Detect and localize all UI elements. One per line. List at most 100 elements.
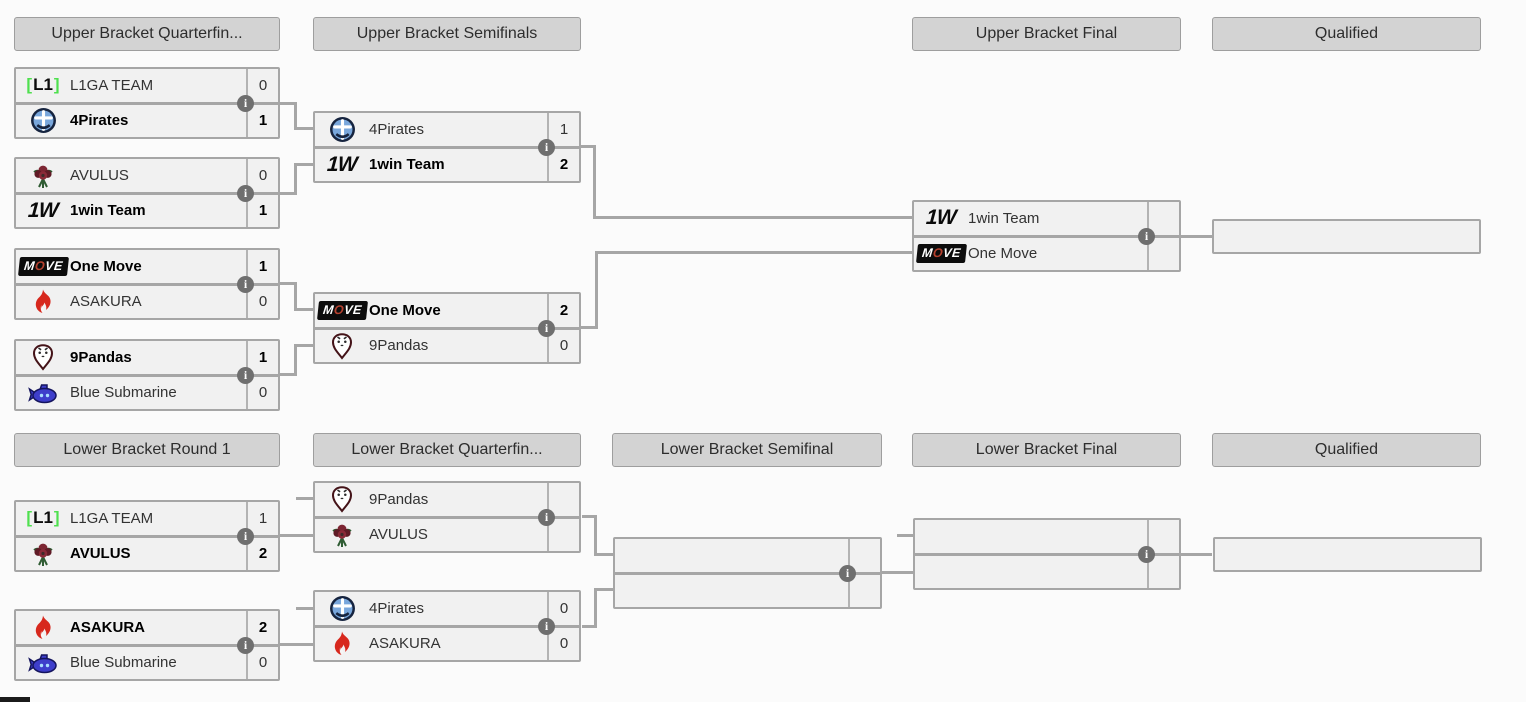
team-row: 4Pirates 1: [315, 113, 579, 146]
header-upper-bracket-semifinals: Upper Bracket Semifinals: [313, 17, 581, 51]
team-row: [615, 539, 880, 572]
4pirates-logo[interactable]: [315, 116, 369, 143]
team-row: 4Pirates 1: [16, 104, 278, 137]
match-info-icon[interactable]: i: [237, 366, 254, 384]
team-row: AVULUS 2: [16, 537, 278, 570]
connector-line: [280, 643, 313, 646]
match-info-icon[interactable]: i: [1138, 227, 1155, 245]
team-name[interactable]: 9Pandas: [369, 490, 429, 508]
match-info-icon[interactable]: i: [237, 94, 254, 112]
team-name[interactable]: ASAKURA: [369, 635, 441, 653]
team-score: 1: [246, 502, 278, 535]
team-name[interactable]: AVULUS: [70, 166, 129, 184]
connector-line: [280, 282, 297, 285]
team-name[interactable]: ASAKURA: [70, 293, 142, 311]
one-move-logo[interactable]: MOVE: [315, 300, 369, 320]
team-name[interactable]: ASAKURA: [70, 618, 145, 636]
1win-team-logo[interactable]: 1W: [27, 198, 59, 222]
match-info-icon[interactable]: i: [538, 319, 555, 337]
asakura-logo[interactable]: [16, 288, 70, 315]
team-score: 2: [547, 294, 579, 327]
match-lb-semifinal: i: [613, 537, 882, 609]
connector-line: [593, 145, 596, 219]
connector-line: [581, 145, 595, 148]
team-name[interactable]: 4Pirates: [369, 599, 425, 617]
match-info-icon[interactable]: i: [237, 275, 254, 293]
team-score: 1: [246, 194, 278, 227]
match-info-icon[interactable]: i: [839, 564, 856, 582]
team-name[interactable]: 1win Team: [968, 209, 1040, 227]
match-ub-quarterfinal-2: AVULUS 0 1W 1win Team 1 i: [14, 157, 280, 229]
team-row: [L1] L1GA TEAM 1: [16, 502, 278, 535]
team-score: 1: [246, 104, 278, 137]
team-name[interactable]: One Move: [70, 257, 142, 275]
match-info-icon[interactable]: i: [538, 617, 555, 635]
connector-line: [294, 163, 313, 166]
row-divider: [315, 515, 579, 519]
l1ga-team-logo[interactable]: [L1]: [26, 75, 60, 95]
team-name[interactable]: AVULUS: [70, 545, 131, 563]
connector-line: [294, 344, 313, 347]
team-name[interactable]: 9Pandas: [70, 348, 132, 366]
team-name[interactable]: Blue Submarine: [70, 384, 177, 402]
team-row: MOVE One Move 1: [16, 250, 278, 283]
avulus-logo[interactable]: [315, 521, 369, 548]
team-name[interactable]: One Move: [968, 245, 1038, 263]
team-score: 0: [246, 69, 278, 102]
match-info-icon[interactable]: i: [538, 138, 555, 156]
1win-team-logo[interactable]: 1W: [925, 206, 957, 230]
match-info-icon[interactable]: i: [237, 636, 254, 654]
team-score: 2: [547, 148, 579, 181]
connector-line: [594, 553, 613, 556]
team-row: MOVE One Move: [914, 237, 1179, 270]
connector-line: [294, 163, 297, 195]
4pirates-logo[interactable]: [16, 107, 70, 134]
l1ga-team-logo[interactable]: [L1]: [26, 508, 60, 528]
connector-line: [294, 344, 297, 376]
1win-team-logo[interactable]: 1W: [326, 152, 358, 176]
match-info-icon[interactable]: i: [538, 508, 555, 526]
team-name[interactable]: Blue Submarine: [70, 654, 177, 672]
team-score: 2: [246, 611, 278, 644]
team-name[interactable]: 4Pirates: [70, 112, 129, 130]
header-lower-qualified: Qualified: [1212, 433, 1481, 467]
avulus-logo[interactable]: [16, 540, 70, 567]
team-name[interactable]: 4Pirates: [369, 120, 425, 138]
team-name[interactable]: 1win Team: [70, 202, 146, 220]
9pandas-logo[interactable]: [16, 343, 70, 371]
team-name[interactable]: 1win Team: [369, 156, 445, 174]
match-info-icon[interactable]: i: [237, 184, 254, 202]
avulus-logo[interactable]: [16, 162, 70, 189]
team-name[interactable]: L1GA TEAM: [70, 76, 154, 94]
blue-submarine-logo[interactable]: [16, 381, 70, 405]
one-move-logo[interactable]: MOVE: [914, 244, 968, 264]
team-score: 1: [547, 113, 579, 146]
header-upper-qualified: Qualified: [1212, 17, 1481, 51]
match-lb-quarterfinal-2: 4Pirates 0 ASAKURA 0 i: [313, 590, 581, 662]
asakura-logo[interactable]: [16, 614, 70, 641]
connector-line: [294, 282, 297, 311]
team-row: 9Pandas 1: [16, 341, 278, 374]
connector-line: [594, 588, 597, 628]
team-name[interactable]: One Move: [369, 301, 441, 319]
row-divider: [615, 571, 880, 575]
9pandas-logo[interactable]: [315, 485, 369, 513]
page-edge-strip: [0, 697, 30, 702]
blue-submarine-logo[interactable]: [16, 651, 70, 675]
4pirates-logo[interactable]: [315, 595, 369, 622]
team-row: MOVE One Move 2: [315, 294, 579, 327]
9pandas-logo[interactable]: [315, 332, 369, 360]
match-ub-quarterfinal-1: [L1] L1GA TEAM 0 4Pirates 1 i: [14, 67, 280, 139]
team-row: [L1] L1GA TEAM 0: [16, 69, 278, 102]
team-row: ASAKURA 0: [16, 285, 278, 318]
team-name[interactable]: L1GA TEAM: [70, 509, 154, 527]
team-score: 1: [246, 250, 278, 283]
team-name[interactable]: 9Pandas: [369, 337, 429, 355]
match-info-icon[interactable]: i: [1138, 545, 1155, 563]
team-name[interactable]: AVULUS: [369, 526, 428, 544]
asakura-logo[interactable]: [315, 630, 369, 657]
team-row: [915, 520, 1179, 553]
match-ub-quarterfinal-3: MOVE One Move 1 ASAKURA 0 i: [14, 248, 280, 320]
match-info-icon[interactable]: i: [237, 527, 254, 545]
one-move-logo[interactable]: MOVE: [16, 256, 70, 276]
